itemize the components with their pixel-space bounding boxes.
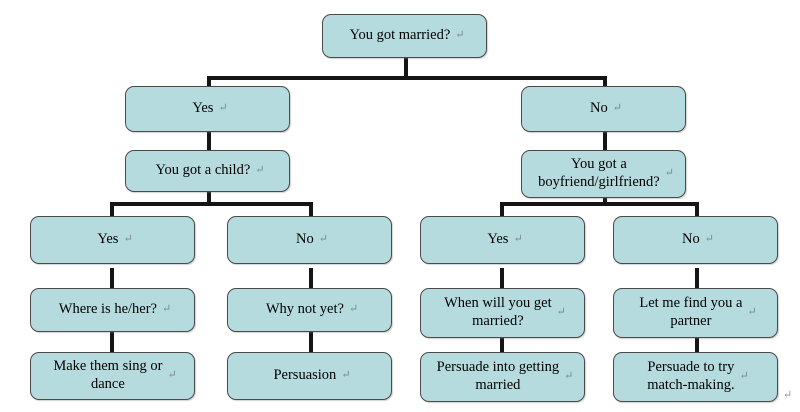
node-label: You got a child? [155,162,251,179]
node-root-you-got-married[interactable]: You got married? ↵ [322,14,487,58]
connector-child-no [309,202,313,216]
node-label: You got a boyfriend/girlfriend? [538,156,660,190]
node-label: Make them sing or dance [53,358,163,392]
node-label: Persuade to try match-making. [647,359,735,393]
return-mark-icon: ↵ [664,167,674,180]
connector-partner-down [603,196,607,204]
connector-to-no [603,76,607,89]
return-mark-icon: ↵ [556,306,566,319]
node-persuade-into-getting-married[interactable]: Persuade into getting married ↵ [420,352,585,402]
node-partner-yes[interactable]: Yes ↵ [420,216,585,264]
node-label: No [682,231,700,248]
node-label: When will you get married? [444,295,552,329]
node-question-you-got-a-partner[interactable]: You got a boyfriend/girlfriend? ↵ [521,150,686,198]
node-question-you-got-a-child[interactable]: You got a child? ↵ [125,150,290,192]
connector-childyes-to-where [110,268,114,288]
return-mark-icon: ↵ [255,164,265,177]
connector-where-to-sing [110,332,114,352]
return-mark-icon: ↵ [123,233,133,246]
return-mark-icon: ↵ [218,102,228,115]
return-mark-icon: ↵ [513,233,523,246]
connector-partneryes-to-when [500,268,504,288]
node-label: No [590,100,608,117]
node-level1-no[interactable]: No ↵ [521,86,686,132]
connector-level1-bar [207,76,607,80]
node-child-yes[interactable]: Yes ↵ [30,216,195,264]
connector-partner-yes [500,202,504,216]
return-mark-icon: ↵ [162,303,172,316]
stray-return-mark-icon: ↵ [783,389,793,401]
connector-whynot-to-persuasion [309,332,313,352]
return-mark-icon: ↵ [747,306,757,319]
node-label: Persuasion [273,367,337,384]
node-when-will-you-get-married[interactable]: When will you get married? ↵ [420,288,585,338]
node-label: No [296,231,314,248]
node-why-not-yet[interactable]: Why not yet? ↵ [227,288,392,332]
return-mark-icon: ↵ [564,370,574,383]
node-partner-no[interactable]: No ↵ [613,216,778,264]
return-mark-icon: ↵ [167,369,177,382]
connector-partner-bar [500,202,699,206]
node-label: You got married? [349,27,451,44]
node-persuasion[interactable]: Persuasion ↵ [227,352,392,400]
connector-partnerno-to-find [695,268,699,288]
return-mark-icon: ↵ [739,370,749,383]
node-label: Yes [487,231,509,248]
return-mark-icon: ↵ [318,233,328,246]
return-mark-icon: ↵ [348,303,359,316]
node-level1-yes[interactable]: Yes ↵ [125,86,290,132]
connector-partner-no [695,202,699,216]
connector-child-bar [110,202,313,206]
node-label: Let me find you a partner [639,295,743,329]
connector-child-yes [110,202,114,216]
return-mark-icon: ↵ [612,102,622,115]
connector-to-yes [207,76,211,89]
node-where-is-he-her[interactable]: Where is he/her? ↵ [30,288,195,332]
node-label: Where is he/her? [58,301,157,318]
node-let-me-find-you-a-partner[interactable]: Let me find you a partner ↵ [613,288,778,338]
return-mark-icon: ↵ [704,233,714,246]
node-label: Persuade into getting married [436,359,560,393]
node-label: Yes [97,231,119,248]
connector-no-to-partner [603,130,607,150]
connector-root-down [404,55,408,78]
node-label: Yes [192,100,214,117]
connector-child-down [207,190,211,204]
connector-find-to-match [695,338,699,352]
node-make-them-sing-or-dance[interactable]: Make them sing or dance ↵ [30,352,195,400]
connector-yes-to-child [207,130,211,150]
node-child-no[interactable]: No ↵ [227,216,392,264]
node-persuade-to-try-match-making[interactable]: Persuade to try match-making. ↵ [613,352,778,402]
return-mark-icon: ↵ [341,369,351,382]
connector-when-to-persuade [500,338,504,352]
return-mark-icon: ↵ [455,29,465,42]
node-label: Why not yet? [265,301,344,318]
connector-childno-to-whynot [309,268,313,288]
